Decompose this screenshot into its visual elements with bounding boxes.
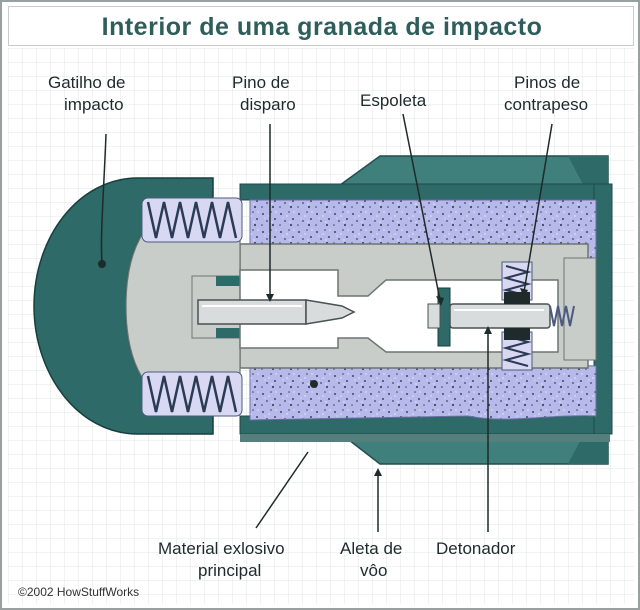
leader-dots: [98, 260, 318, 388]
label-aleta-line1: Aleta de: [340, 539, 402, 558]
label-detonador: Detonador: [436, 539, 516, 558]
title-bar: Interior de uma granada de impacto: [8, 6, 634, 46]
label-material-explosivo-line1: Material exlosivo: [158, 539, 285, 558]
impact-trigger: [33, 177, 242, 435]
leader-arrows: [266, 288, 528, 476]
label-gatilho-line2: impacto: [64, 95, 124, 114]
leader-lines: [100, 113, 553, 532]
firing-chamber: [239, 269, 559, 353]
copyright-credit: ©2002 HowStuffWorks: [18, 585, 139, 599]
label-pino-disparo-line1: Pino de: [232, 73, 290, 92]
label-pinos-contrapeso-line1: Pinos de: [514, 73, 580, 92]
counterweight-pins: [501, 261, 533, 371]
label-pinos-contrapeso-line2: contrapeso: [504, 95, 588, 114]
label-gatilho-line1: Gatilho de: [48, 73, 126, 92]
springs: [141, 197, 243, 417]
label-pino-disparo-line2: disparo: [240, 95, 296, 114]
label-aleta-line2: vôo: [360, 561, 387, 580]
firing-pin: [197, 299, 356, 325]
page-title: Interior de uma granada de impacto: [101, 13, 543, 41]
label-espoleta: Espoleta: [360, 91, 427, 110]
label-material-explosivo-line2: principal: [198, 561, 261, 580]
grenade-diagram: Gatilho de impacto Pino de disparo Espol…: [8, 48, 634, 604]
